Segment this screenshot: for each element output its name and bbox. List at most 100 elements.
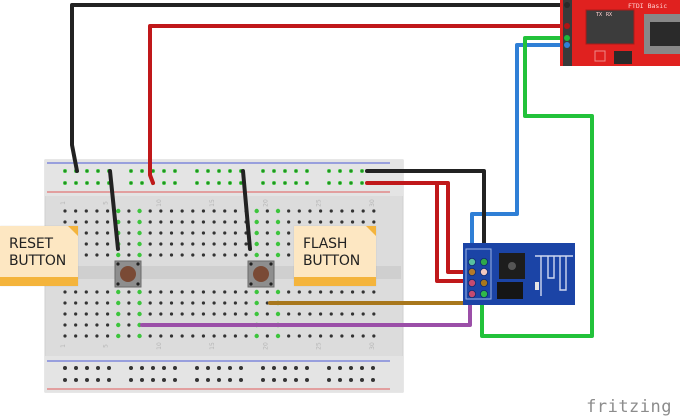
breadboard-hole[interactable] <box>244 242 248 246</box>
breadboard-hole[interactable] <box>95 231 99 235</box>
rail-hole[interactable] <box>63 366 67 370</box>
breadboard-hole[interactable] <box>212 220 216 224</box>
breadboard-hole[interactable] <box>191 301 195 305</box>
rail-hole[interactable] <box>206 378 210 382</box>
esp-pin[interactable] <box>479 267 488 276</box>
breadboard-hole[interactable] <box>233 242 237 246</box>
breadboard-hole[interactable] <box>372 290 376 294</box>
esp-pin[interactable] <box>479 257 488 266</box>
breadboard-hole[interactable] <box>297 312 301 316</box>
breadboard-hole[interactable] <box>127 301 131 305</box>
breadboard-hole[interactable] <box>169 301 174 305</box>
breadboard-hole[interactable] <box>329 334 333 338</box>
breadboard-hole[interactable] <box>169 209 174 213</box>
breadboard-hole[interactable] <box>74 220 78 224</box>
breadboard-hole[interactable] <box>95 209 99 213</box>
breadboard-hole[interactable] <box>180 312 184 316</box>
breadboard-hole[interactable] <box>223 334 227 338</box>
breadboard-hole[interactable] <box>169 220 174 224</box>
breadboard-hole[interactable] <box>191 220 195 224</box>
breadboard-hole[interactable] <box>84 242 88 246</box>
breadboard-hole[interactable] <box>127 231 131 235</box>
breadboard-hole[interactable] <box>137 219 142 225</box>
rail-hole[interactable] <box>239 366 243 370</box>
breadboard-hole[interactable] <box>74 209 78 213</box>
breadboard-hole[interactable] <box>340 312 344 316</box>
breadboard-hole[interactable] <box>308 209 312 213</box>
breadboard-hole[interactable] <box>106 231 110 235</box>
breadboard-hole[interactable] <box>191 209 195 213</box>
rail-hole[interactable] <box>129 366 133 370</box>
breadboard-hole[interactable] <box>159 290 163 294</box>
breadboard-hole[interactable] <box>265 253 269 257</box>
rail-hole[interactable] <box>129 378 133 382</box>
esp-gnd-wire[interactable] <box>365 169 486 264</box>
breadboard-hole[interactable] <box>308 290 312 294</box>
breadboard-hole[interactable] <box>137 333 142 339</box>
breadboard-hole[interactable] <box>275 230 281 236</box>
breadboard-hole[interactable] <box>212 290 216 294</box>
breadboard-hole[interactable] <box>275 311 281 317</box>
breadboard-hole[interactable] <box>74 323 78 327</box>
breadboard-hole[interactable] <box>329 209 333 213</box>
rail-hole[interactable] <box>96 378 100 382</box>
esp-pin[interactable] <box>479 278 488 287</box>
breadboard-hole[interactable] <box>148 231 152 235</box>
rail-hole[interactable] <box>151 366 155 370</box>
breadboard-hole[interactable] <box>63 209 67 213</box>
breadboard-hole[interactable] <box>201 290 206 294</box>
rail-hole[interactable] <box>327 366 331 370</box>
tx-wire[interactable] <box>470 43 569 264</box>
breadboard-hole[interactable] <box>223 301 227 305</box>
breadboard-hole[interactable] <box>350 334 355 338</box>
breadboard-hole[interactable] <box>372 334 376 338</box>
breadboard-hole[interactable] <box>95 323 99 327</box>
breadboard-hole[interactable] <box>106 220 110 224</box>
breadboard-hole[interactable] <box>95 253 99 257</box>
breadboard-hole[interactable] <box>297 209 301 213</box>
breadboard-hole[interactable] <box>159 209 163 213</box>
breadboard-hole[interactable] <box>287 290 291 294</box>
breadboard-hole[interactable] <box>361 312 365 316</box>
breadboard-hole[interactable] <box>116 252 121 258</box>
rail-hole[interactable] <box>360 378 364 382</box>
breadboard-hole[interactable] <box>159 312 163 316</box>
breadboard-hole[interactable] <box>233 220 237 224</box>
breadboard-hole[interactable] <box>244 312 248 316</box>
rail-hole[interactable] <box>162 378 166 382</box>
esp-vcc-wire[interactable] <box>365 181 474 274</box>
breadboard-hole[interactable] <box>159 334 163 338</box>
ftdi-pin[interactable] <box>564 23 570 29</box>
breadboard-hole[interactable] <box>297 290 301 294</box>
rail-hole[interactable] <box>140 366 144 370</box>
rail-hole[interactable] <box>107 378 111 382</box>
breadboard-hole[interactable] <box>169 334 174 338</box>
breadboard-hole[interactable] <box>275 333 281 339</box>
breadboard-hole[interactable] <box>361 209 365 213</box>
rail-hole[interactable] <box>228 378 232 382</box>
breadboard-hole[interactable] <box>233 231 237 235</box>
breadboard-hole[interactable] <box>233 290 237 294</box>
ftdi-pin[interactable] <box>564 2 570 8</box>
breadboard-hole[interactable] <box>254 208 259 214</box>
breadboard-hole[interactable] <box>244 290 248 294</box>
breadboard-hole[interactable] <box>265 312 269 316</box>
breadboard-hole[interactable] <box>287 220 291 224</box>
rx-wire[interactable] <box>480 36 594 338</box>
reset-jumper[interactable] <box>108 169 120 251</box>
rail-hole[interactable] <box>74 366 78 370</box>
breadboard-hole[interactable] <box>201 231 206 235</box>
rail-hole[interactable] <box>74 378 78 382</box>
breadboard-hole[interactable] <box>148 253 152 257</box>
rail-hole[interactable] <box>294 378 298 382</box>
breadboard-hole[interactable] <box>275 208 281 214</box>
breadboard-hole[interactable] <box>148 290 152 294</box>
breadboard-hole[interactable] <box>275 252 281 258</box>
breadboard-hole[interactable] <box>319 334 323 338</box>
rail-hole[interactable] <box>371 366 375 370</box>
breadboard-hole[interactable] <box>191 312 195 316</box>
breadboard-hole[interactable] <box>233 312 237 316</box>
gnd-wire[interactable] <box>70 3 569 173</box>
breadboard-hole[interactable] <box>137 300 142 306</box>
ftdi-pin[interactable] <box>564 35 570 41</box>
